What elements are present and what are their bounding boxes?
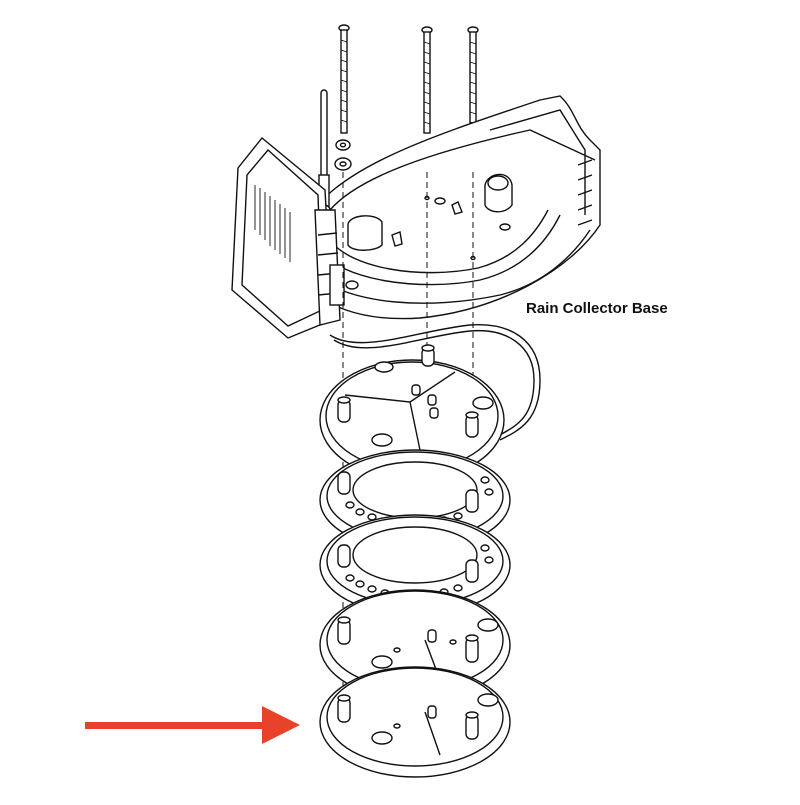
top-plate [319, 344, 505, 481]
cable [329, 324, 541, 441]
bottom-plate [319, 666, 511, 778]
rain-collector-base [299, 95, 601, 320]
solar-panel [231, 137, 359, 339]
screw-left [338, 24, 350, 134]
screw-middle [421, 26, 433, 134]
pointer-arrow-icon [85, 706, 300, 744]
rain-collector-base-label: Rain Collector Base [526, 300, 668, 317]
screw-right [467, 26, 479, 134]
